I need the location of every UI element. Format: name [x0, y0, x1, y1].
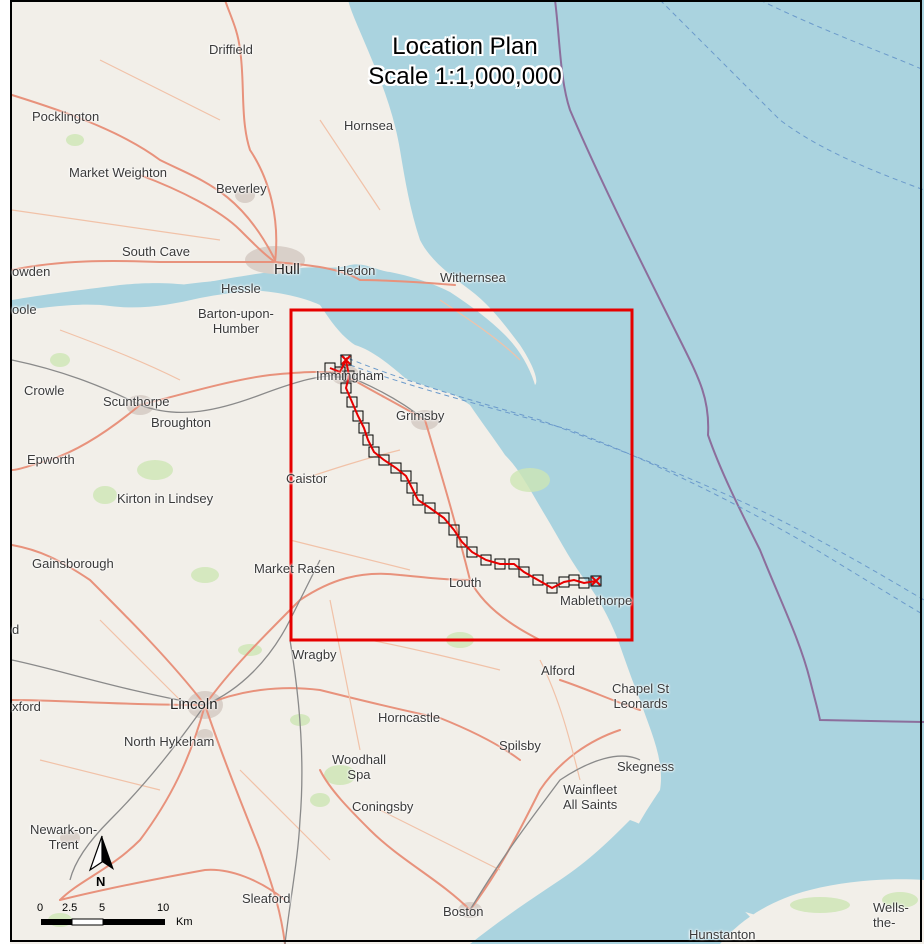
route-grid-square	[352, 410, 364, 422]
route-end-markers	[341, 355, 601, 586]
route-grid-square	[340, 382, 352, 394]
route-grid-square	[368, 446, 380, 458]
place-caistor: Caistor	[286, 471, 328, 486]
place-south-cave: South Cave	[122, 244, 190, 259]
title-line-1: Location Plan	[392, 33, 538, 60]
place-sleaford: Sleaford	[242, 891, 291, 906]
scale-tick-2: 5	[99, 902, 106, 914]
route-grid-square	[546, 582, 558, 594]
scale-bar-seg-2	[71, 918, 104, 926]
place-mablethorpe: Mablethorpe	[560, 593, 633, 608]
place-beverley: Beverley	[216, 181, 267, 196]
place-louth: Louth	[449, 575, 482, 590]
north-arrow-icon	[88, 835, 114, 872]
place-driffield: Driffield	[209, 42, 253, 57]
place-coningsby: Coningsby	[352, 799, 414, 814]
place-skegness: Skegness	[617, 759, 675, 774]
place-woodhall-spa: Woodhall Spa	[332, 752, 386, 782]
place-lincoln: Lincoln	[170, 696, 218, 713]
place-wragby: Wragby	[292, 647, 337, 662]
railways	[11, 359, 641, 944]
place-scunthorpe: Scunthorpe	[103, 394, 170, 409]
route-grid-square	[532, 574, 544, 586]
place-epworth: Epworth	[27, 452, 75, 467]
route-end-marker	[591, 576, 601, 586]
place-market-rasen: Market Rasen	[254, 561, 335, 576]
major-roads	[11, 0, 641, 944]
north-arrow-label: N	[96, 874, 106, 889]
place-gainsborough: Gainsborough	[32, 556, 114, 571]
place-hunstanton: Hunstanton	[689, 927, 756, 942]
scale-tick-0: 0	[37, 902, 44, 914]
route-grid-square	[346, 396, 358, 408]
place-horncastle: Horncastle	[378, 710, 441, 725]
place-kirton: Kirton in Lindsey	[117, 491, 214, 506]
route-grid-square	[362, 434, 374, 446]
place-barton: Barton-upon- Humber	[198, 306, 274, 336]
place-wells: Wells- the-	[873, 900, 909, 930]
scale-tick-1: 2.5	[62, 902, 78, 914]
route-grid-square	[424, 502, 436, 514]
the-wash	[470, 820, 770, 944]
route-grid-square	[456, 536, 468, 548]
place-north-hykeham: North Hykeham	[124, 734, 215, 749]
route-grid-square	[438, 512, 450, 524]
place-hornsea: Hornsea	[344, 118, 394, 133]
route-grid-square	[480, 554, 492, 566]
route-grid-square	[390, 462, 402, 474]
route-grid-square	[334, 366, 346, 378]
route-grid-square	[378, 454, 390, 466]
place-market-weighton: Market Weighton	[69, 165, 168, 180]
place-grimsby: Grimsby	[396, 408, 445, 423]
place-pocklington: Pocklington	[32, 109, 100, 124]
route-grid-square	[412, 494, 424, 506]
place-alford: Alford	[541, 663, 575, 678]
humber-estuary	[12, 268, 350, 312]
place-chapel-st-leonards: Chapel St Leonards	[612, 681, 670, 711]
place-newark: Newark-on- Trent	[30, 822, 98, 852]
scale-tick-3: 10	[157, 902, 170, 914]
route-line[interactable]	[329, 356, 597, 590]
route-grid-square	[466, 546, 478, 558]
title-line-2: Scale 1:1,000,000	[368, 63, 562, 90]
place-withernsea: Withernsea	[440, 270, 506, 285]
scale-bar-seg-1	[41, 919, 72, 925]
route-grid-square	[400, 470, 412, 482]
route-grid-square	[358, 422, 370, 434]
route-start-marker	[341, 355, 351, 365]
map-title: Location Plan Scale 1:1,000,000	[330, 32, 600, 92]
minor-roads	[11, 59, 581, 871]
place-saxilby: xford	[12, 699, 41, 714]
place-wainfleet: Wainfleet All Saints	[563, 782, 618, 812]
route-grid-square	[518, 566, 530, 578]
place-boston: Boston	[443, 904, 484, 919]
route-grid-square	[406, 482, 418, 494]
scale-bar	[41, 918, 165, 926]
place-broughton: Broughton	[151, 415, 211, 430]
place-hedon: Hedon	[337, 263, 376, 278]
place-immingham: Immingham	[316, 368, 384, 383]
route-grid-square	[448, 524, 460, 536]
place-howden: owden	[12, 264, 51, 279]
place-hessle: Hessle	[221, 281, 261, 296]
place-left-d: d	[12, 622, 20, 637]
study-area-box[interactable]	[289, 308, 634, 642]
place-goole: oole	[12, 302, 37, 317]
place-crowle: Crowle	[24, 383, 65, 398]
place-hull: Hull	[274, 261, 300, 278]
place-spilsby: Spilsby	[499, 738, 541, 753]
scale-unit: Km	[176, 916, 193, 928]
scale-bar-seg-3	[103, 919, 165, 925]
maritime-boundaries	[339, 0, 924, 723]
